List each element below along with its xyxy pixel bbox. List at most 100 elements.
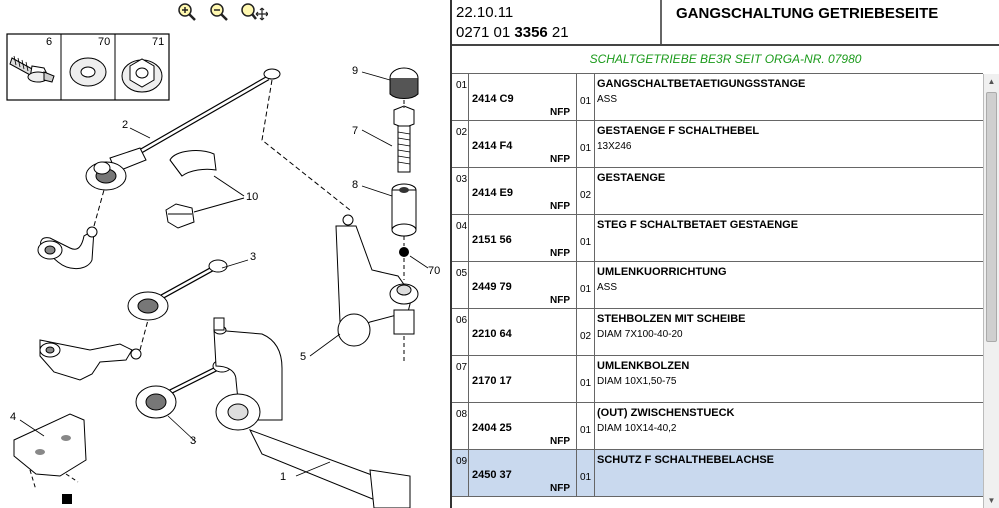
column-divider	[468, 74, 469, 120]
part-7-pivot-bolt[interactable]	[393, 105, 415, 173]
part-description: GANGSCHALTBETAETIGUNGSSTANGE	[597, 78, 806, 90]
part-description: UMLENKUORRICHTUNG	[597, 266, 727, 278]
model-subtitle: SCHALTGETRIEBE BE3R SEIT ORGA-NR. 07980	[589, 52, 862, 66]
column-divider	[576, 403, 577, 449]
part-3-linkage-rod-lower[interactable]	[135, 359, 232, 419]
part-reference: 2151 56	[472, 234, 512, 246]
column-divider	[594, 168, 595, 214]
catalog-page-number: 0271 01 3356 21	[456, 24, 569, 41]
column-divider	[594, 403, 595, 449]
exploded-parts-diagram[interactable]: 6 70 71	[0, 0, 450, 508]
column-divider	[576, 356, 577, 402]
part-reference: 2404 25	[472, 422, 512, 434]
part-specification: ASS	[597, 94, 618, 105]
zoom-pan-button[interactable]	[240, 2, 268, 22]
row-index: 01	[456, 80, 468, 91]
washer-icon	[69, 57, 107, 87]
column-divider	[576, 309, 577, 355]
part-reference: 2414 E9	[472, 187, 513, 199]
callout-3-upper: 3	[250, 251, 256, 263]
callout-10: 10	[246, 191, 258, 203]
quantity: 01	[580, 96, 592, 107]
column-divider	[576, 74, 577, 120]
column-divider	[594, 215, 595, 261]
column-divider	[576, 450, 577, 496]
legend-label-6: 6	[46, 36, 52, 48]
zoom-out-button[interactable]	[208, 2, 230, 22]
part-description: STEHBOLZEN MIT SCHEIBE	[597, 313, 746, 325]
row-index: 04	[456, 221, 468, 232]
nfp-flag: NFP	[550, 248, 570, 259]
table-row[interactable]: 08 2404 25 NFP 01 (OUT) ZWISCHENSTUECK DIAM 1…	[452, 403, 983, 450]
zoom-in-icon	[178, 3, 196, 21]
column-divider	[594, 262, 595, 308]
part-specification: DIAM 7X100-40-20	[597, 329, 683, 340]
table-row[interactable]: 07 2170 17 01 UMLENKBOLZEN DIAM 10X1,50-75	[452, 356, 983, 403]
part-reference: 2170 17	[472, 375, 512, 387]
quantity: 01	[580, 425, 592, 436]
part-5-rocker-lever[interactable]	[335, 214, 419, 347]
quantity: 01	[580, 378, 592, 389]
header-divider	[660, 0, 662, 44]
row-index: 03	[456, 174, 468, 185]
row-index: 07	[456, 362, 468, 373]
flange-nut-icon	[121, 58, 163, 93]
part-4-mount-bracket[interactable]	[13, 413, 87, 504]
vertical-scrollbar[interactable]: ▲ ▼	[983, 74, 999, 508]
nfp-flag: NFP	[550, 201, 570, 212]
part-8-spacer-sleeve[interactable]	[391, 183, 417, 237]
callout-4: 4	[10, 411, 16, 423]
stud-bolt-icon	[9, 55, 55, 83]
zoom-pan-icon	[241, 3, 268, 21]
callout-1: 1	[280, 471, 286, 483]
quantity: 02	[580, 190, 592, 201]
part-description: (OUT) ZWISCHENSTUECK	[597, 407, 735, 419]
callout-70: 70	[428, 265, 440, 277]
scroll-down-arrow-icon[interactable]: ▼	[987, 496, 996, 505]
zoom-in-button[interactable]	[176, 2, 198, 22]
row-index: 08	[456, 409, 468, 420]
part-description: GESTAENGE F SCHALTHEBEL	[597, 125, 760, 137]
row-index: 09	[456, 456, 468, 467]
row-index: 05	[456, 268, 468, 279]
scrollbar-thumb[interactable]	[986, 92, 997, 342]
ball-bracket-middle[interactable]	[39, 339, 142, 381]
part-specification: DIAM 10X1,50-75	[597, 376, 677, 387]
column-divider	[468, 168, 469, 214]
column-divider	[468, 356, 469, 402]
legend-label-71: 71	[152, 36, 164, 48]
part-reference: 2210 64	[472, 328, 512, 340]
nfp-flag: NFP	[550, 436, 570, 447]
ball-bracket-left[interactable]	[37, 226, 98, 269]
part-9-cap[interactable]	[389, 67, 419, 99]
part-1-shift-housing[interactable]	[213, 317, 411, 508]
column-divider	[468, 121, 469, 167]
zoom-out-icon	[210, 3, 228, 21]
callout-8: 8	[352, 179, 358, 191]
column-divider	[594, 356, 595, 402]
column-divider	[594, 121, 595, 167]
part-3-linkage-rod-upper[interactable]	[127, 259, 228, 321]
part-description: UMLENKBOLZEN	[597, 360, 690, 372]
column-divider	[576, 121, 577, 167]
page-title: GANGSCHALTUNG GETRIEBESEITE	[676, 5, 939, 22]
part-70-washer-marker[interactable]	[399, 247, 409, 257]
column-divider	[576, 215, 577, 261]
part-10-clip[interactable]	[165, 150, 245, 229]
part-2-linkage-rod[interactable]	[85, 68, 281, 191]
scroll-up-arrow-icon[interactable]: ▲	[987, 77, 996, 86]
column-divider	[594, 74, 595, 120]
column-divider	[468, 403, 469, 449]
catalog-date: 22.10.11	[456, 4, 514, 21]
hardware-legend: 6 70 71	[6, 33, 170, 101]
callout-leaders	[19, 71, 429, 477]
part-description: STEG F SCHALTBETAET GESTAENGE	[597, 219, 799, 231]
part-specification: DIAM 10X14-40,2	[597, 423, 677, 434]
